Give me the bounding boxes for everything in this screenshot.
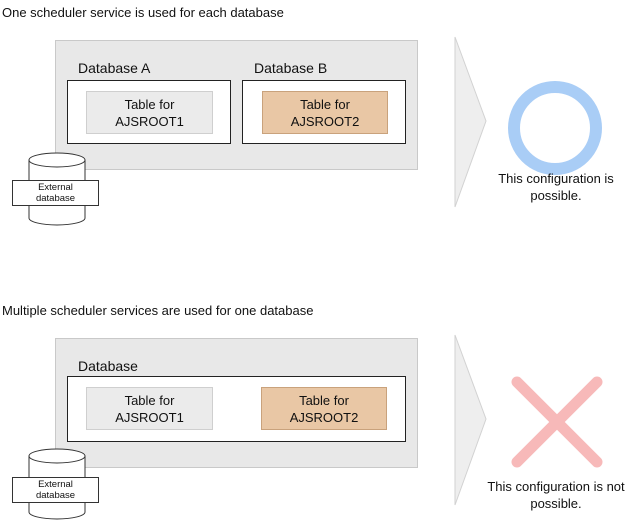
database-label: Database: [78, 358, 138, 374]
database-b-label: Database B: [254, 60, 328, 76]
external-line2: database: [35, 193, 76, 204]
result-line2: possible.: [530, 188, 582, 203]
table-line2: AJSROOT1: [115, 409, 184, 425]
database-a-box: Table for AJSROOT1: [67, 80, 231, 144]
table-line2: AJSROOT2: [289, 409, 359, 425]
external-database-label: External database: [12, 477, 99, 503]
table-line2: AJSROOT1: [115, 113, 184, 129]
cross-icon: [511, 376, 603, 468]
section2-heading: Multiple scheduler services are used for…: [2, 303, 314, 318]
table-line1: Table for: [300, 96, 350, 112]
circle-icon: [508, 81, 602, 175]
database-a-label: Database A: [78, 60, 151, 76]
result-text: This configuration is not possible.: [466, 478, 643, 512]
arrow-icon: [454, 36, 487, 208]
external-line1: External: [38, 182, 73, 193]
result-line1: This configuration is: [498, 171, 614, 186]
table-line1: Table for: [124, 392, 175, 408]
arrow-icon: [454, 334, 487, 506]
table-ajsroot2: Table for AJSROOT2: [262, 91, 388, 134]
external-line2: database: [35, 490, 76, 501]
table-line2: AJSROOT2: [290, 113, 360, 129]
table-line1: Table for: [299, 392, 349, 408]
result-line2: possible.: [530, 496, 582, 511]
section1-heading: One scheduler service is used for each d…: [2, 5, 284, 20]
database-b-box: Table for AJSROOT2: [242, 80, 406, 144]
table-ajsroot2: Table for AJSROOT2: [261, 387, 387, 430]
table-ajsroot1: Table for AJSROOT1: [86, 387, 213, 430]
table-ajsroot1: Table for AJSROOT1: [86, 91, 213, 134]
external-line1: External: [38, 479, 73, 490]
database-box: Table for AJSROOT1 Table for AJSROOT2: [67, 376, 406, 442]
external-database-label: External database: [12, 180, 99, 206]
result-text: This configuration is possible.: [466, 170, 643, 204]
table-line1: Table for: [124, 96, 175, 112]
result-line1: This configuration is not: [487, 479, 625, 494]
